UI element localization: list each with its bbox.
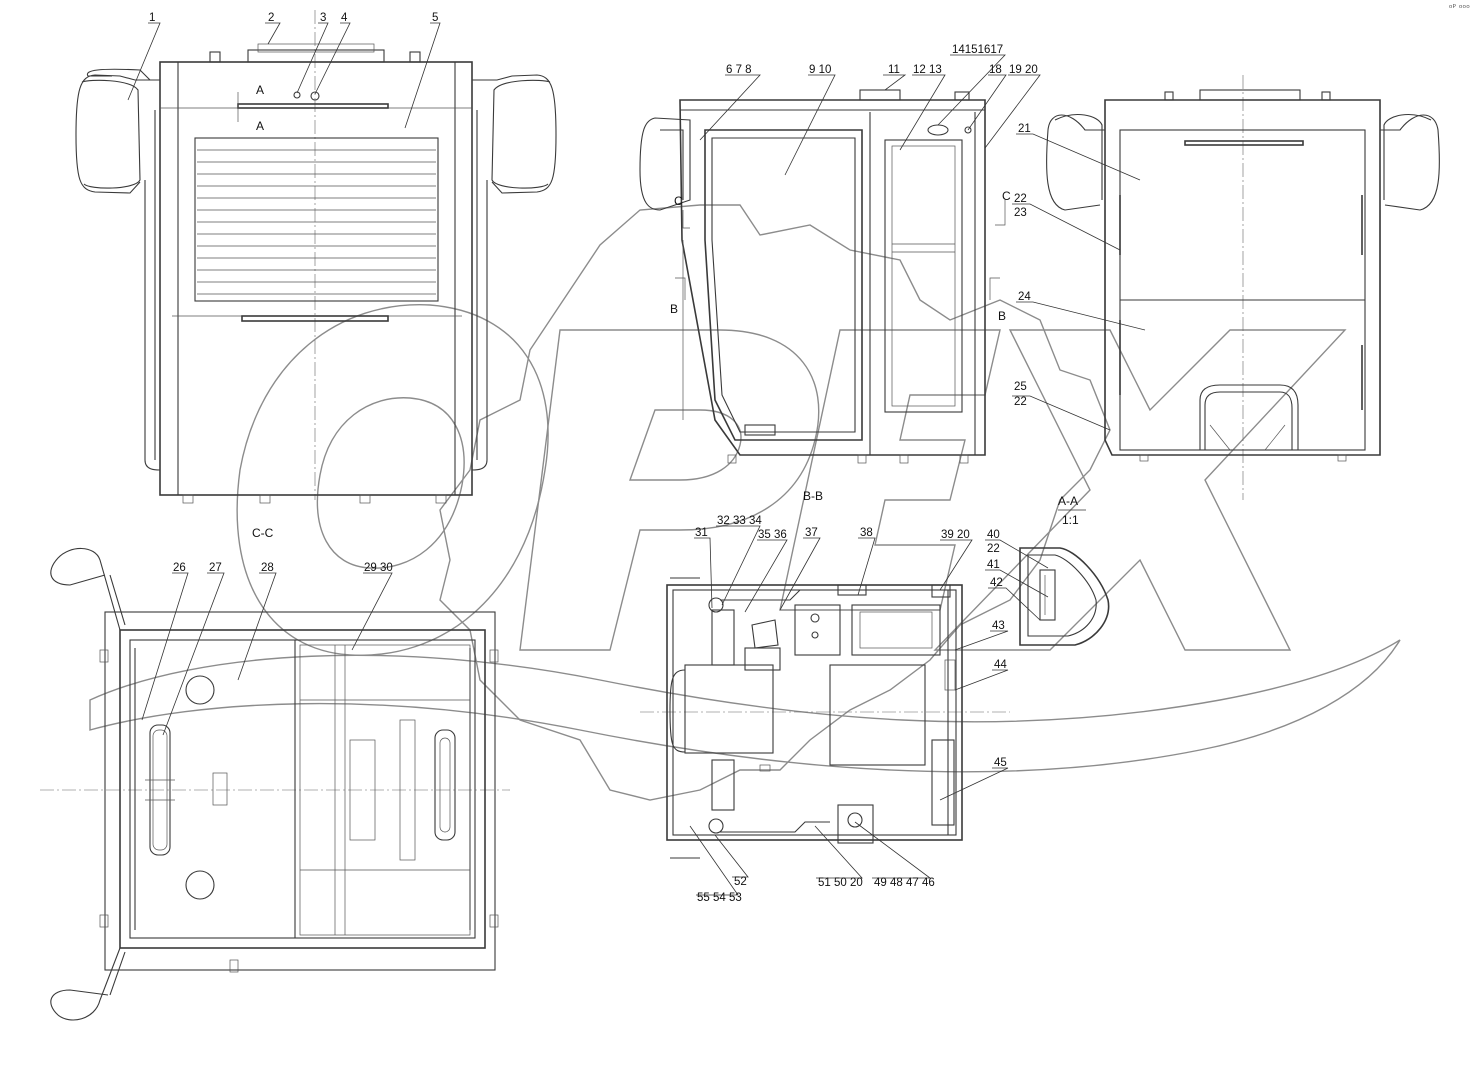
callout-5: 5 xyxy=(432,12,438,24)
callout-22a: 22 xyxy=(1014,193,1027,205)
callout-19-20: 19 20 xyxy=(1009,64,1038,76)
watermark-letter-p xyxy=(519,329,820,651)
callout-24: 24 xyxy=(1018,291,1031,303)
cut-label-c-right: C xyxy=(1002,189,1011,203)
callout-41: 41 xyxy=(987,559,1000,571)
view-section-cc xyxy=(40,547,510,1021)
callout-23: 23 xyxy=(1014,207,1027,219)
cut-label-b-left: B xyxy=(670,302,678,316)
callout-25: 25 xyxy=(1014,381,1027,393)
section-title-cc: C-C xyxy=(252,526,274,540)
callout-1: 1 xyxy=(149,12,155,24)
callout-27: 27 xyxy=(209,562,222,574)
callout-46-49: 49 48 47 46 xyxy=(874,877,935,889)
callout-39-20: 39 20 xyxy=(941,529,970,541)
leader-lines xyxy=(127,22,1146,896)
callout-3: 3 xyxy=(320,12,326,24)
callout-37: 37 xyxy=(805,527,818,539)
view-section-bb xyxy=(640,577,1010,859)
callout-40: 40 xyxy=(987,529,1000,541)
callout-12-13: 12 13 xyxy=(913,64,942,76)
cut-label-b-right: B xyxy=(998,309,1006,323)
callout-44: 44 xyxy=(994,659,1007,671)
cut-label-a-top: A xyxy=(256,83,264,97)
cut-label-a-bottom: A xyxy=(256,119,264,133)
callout-45: 45 xyxy=(994,757,1007,769)
watermark-gear xyxy=(439,204,1111,801)
callout-6-7-8: 6 7 8 xyxy=(726,64,752,76)
callout-9-10: 9 10 xyxy=(809,64,831,76)
callout-35-36: 35 36 xyxy=(758,529,787,541)
view-detail-aa xyxy=(1019,547,1110,646)
callout-11: 11 xyxy=(888,64,900,76)
watermark-letter-e xyxy=(779,329,1001,611)
callout-38: 38 xyxy=(860,527,873,539)
callout-labels: 1 2 3 4 5 6 7 8 9 10 11 12 13 14151617 1… xyxy=(149,12,1038,904)
callout-22c: 22 xyxy=(987,543,1000,555)
callout-14-17: 14151617 xyxy=(952,44,1003,56)
callout-21: 21 xyxy=(1018,123,1031,135)
view-top xyxy=(75,10,557,504)
section-scale-aa: 1:1 xyxy=(1062,513,1079,527)
corner-mark: ᵒᴾ ᵒᵒᵒ xyxy=(1448,4,1470,14)
section-title-bb: B-B xyxy=(803,489,823,503)
cut-label-c-left: C xyxy=(674,194,683,208)
callout-32-34: 32 33 34 xyxy=(717,515,762,527)
watermark-letter-o xyxy=(236,304,549,656)
view-rear xyxy=(1046,75,1440,500)
top-vent-grille xyxy=(197,149,436,295)
callout-18: 18 xyxy=(989,64,1002,76)
callout-26: 26 xyxy=(173,562,186,574)
callout-50-51: 51 50 20 xyxy=(818,877,863,889)
callout-29-30: 29 30 xyxy=(364,562,393,574)
watermark-swoosh xyxy=(89,639,1401,773)
callout-53-55: 55 54 53 xyxy=(697,892,742,904)
callout-28: 28 xyxy=(261,562,274,574)
callout-4: 4 xyxy=(341,12,348,24)
callout-2: 2 xyxy=(268,12,274,24)
view-side xyxy=(639,89,1006,464)
callout-43: 43 xyxy=(992,620,1005,632)
section-title-aa: A-A xyxy=(1058,494,1078,508)
callout-42: 42 xyxy=(990,577,1003,589)
callout-52: 52 xyxy=(734,876,747,888)
section-labels: A A C-C B-B A-A 1:1 B B C C xyxy=(252,83,1086,540)
watermark-letter-x xyxy=(933,329,1347,651)
callout-31: 31 xyxy=(695,527,708,539)
callout-22b: 22 xyxy=(1014,396,1027,408)
